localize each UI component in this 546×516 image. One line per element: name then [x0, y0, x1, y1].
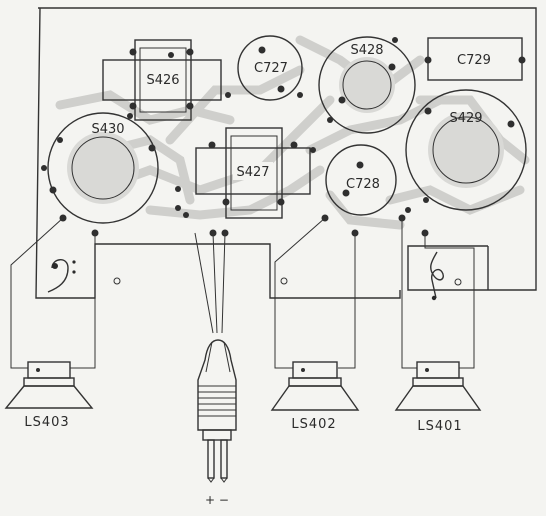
speaker-ls402: LS402 — [270, 361, 360, 432]
label-c728: C728 — [346, 177, 380, 192]
label-s428: S428 — [350, 43, 383, 58]
transformer-s426: S426 — [102, 39, 222, 121]
coil-s428: S428 — [318, 36, 416, 134]
label-ls401: LS401 — [417, 419, 462, 434]
label-c729: C729 — [457, 53, 491, 68]
label-c727: C727 — [254, 61, 288, 76]
capacitor-c729: C729 — [424, 37, 526, 81]
mounting-hole-left — [113, 277, 121, 285]
coil-s429: S429 — [405, 89, 527, 211]
circuit-board-outline — [35, 7, 537, 299]
label-ls403: LS403 — [24, 415, 69, 430]
mounting-hole-right — [454, 278, 462, 286]
label-s427: S427 — [236, 165, 269, 180]
label-s430: S430 — [91, 122, 124, 137]
label-ls402: LS402 — [291, 417, 336, 432]
wires-ls401 — [401, 218, 475, 369]
speaker-ls403: LS403 — [4, 361, 94, 430]
label-s429: S429 — [449, 111, 482, 126]
wires-ls402 — [274, 217, 356, 369]
mounting-hole-center — [280, 277, 288, 285]
transformer-s427: S427 — [195, 127, 311, 219]
capacitor-c728: C728 — [325, 144, 397, 216]
power-connector-plug: + − — [197, 339, 237, 507]
solder-pads — [41, 37, 429, 218]
speaker-ls401: LS401 — [394, 361, 482, 434]
treble-clef-icon — [430, 251, 444, 301]
wires-ls403 — [10, 217, 96, 369]
label-polarity: + − — [205, 493, 229, 507]
bass-clef-icon — [47, 259, 76, 293]
wires-connector — [194, 232, 226, 334]
label-s426: S426 — [146, 73, 179, 88]
capacitor-c727: C727 — [237, 35, 303, 101]
coil-s430: S430 — [47, 112, 159, 224]
